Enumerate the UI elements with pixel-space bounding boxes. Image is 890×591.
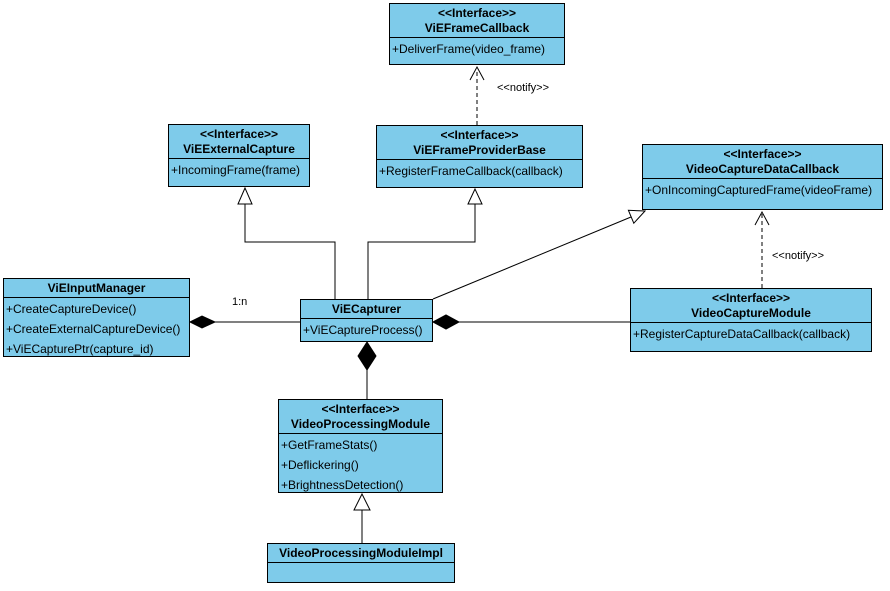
class-vieexternalcapture[interactable]: <<Interface>> ViEExternalCapture +Incomi… (168, 124, 310, 187)
class-title: <<Interface>> ViEFrameProviderBase (377, 126, 582, 160)
class-members: +GetFrameStats() +Deflickering() +Bright… (279, 434, 442, 495)
generalization-viecapturer-to-vieframeproviderbase (367, 187, 483, 299)
class-stereotype: <<Interface>> (199, 127, 279, 141)
notify-label-capture-data: <<notify>> (772, 250, 824, 262)
member: +CreateCaptureDevice() (6, 302, 137, 316)
notify-dependency-vieframeproviderbase-to-vieframecallback (469, 65, 485, 125)
class-stereotype: <<Interface>> (440, 128, 519, 142)
composition-viecapturer-videoprocessingmodule (357, 341, 377, 399)
class-title: ViECapturer (301, 300, 432, 319)
class-members: +ViECaptureProcess() (301, 319, 432, 341)
class-vieframeproviderbase[interactable]: <<Interface>> ViEFrameProviderBase +Regi… (376, 125, 583, 188)
class-videoprocessingmoduleimpl[interactable]: VideoProcessingModuleImpl (267, 543, 455, 583)
member: +RegisterFrameCallback(callback) (379, 164, 563, 178)
member: +CreateExternalCaptureDevice() (6, 322, 181, 336)
class-viecapturer[interactable]: ViECapturer +ViECaptureProcess() (300, 299, 433, 342)
class-name: ViEInputManager (47, 281, 146, 295)
generalization-viecapturer-to-vieexternalcapture (237, 186, 336, 299)
class-vieframecallback[interactable]: <<Interface>> ViEFrameCallback +DeliverF… (389, 3, 565, 65)
class-vieinputmanager[interactable]: ViEInputManager +CreateCaptureDevice() +… (3, 278, 190, 357)
class-title: <<Interface>> VideoProcessingModule (279, 400, 442, 434)
composition-viecapturer-videocapturemodule (431, 314, 630, 330)
class-title: <<Interface>> VideoCaptureDataCallback (643, 145, 882, 179)
class-members: +CreateCaptureDevice() +CreateExternalCa… (4, 298, 189, 359)
member: +Deflickering() (281, 458, 359, 472)
member: +RegisterCaptureDataCallback(callback) (633, 327, 851, 341)
class-stereotype: <<Interface>> (321, 402, 400, 416)
class-name: VideoProcessingModule (290, 417, 431, 431)
member: +ViECaptureProcess() (303, 323, 423, 337)
class-title: <<Interface>> VideoCaptureModule (631, 289, 871, 323)
class-videocapturedatacallback[interactable]: <<Interface>> VideoCaptureDataCallback +… (642, 144, 883, 210)
class-name: ViEFrameProviderBase (413, 143, 546, 157)
class-name: VideoCaptureDataCallback (685, 162, 840, 176)
generalization-viecapturer-to-videocapturedatacallback (432, 209, 647, 300)
class-title: VideoProcessingModuleImpl (268, 544, 454, 563)
class-members: +OnIncomingCapturedFrame(videoFrame) (643, 179, 882, 209)
member: +ViECapturePtr(capture_id) (6, 342, 154, 356)
class-name: ViECapturer (331, 302, 402, 316)
member: +OnIncomingCapturedFrame(videoFrame) (645, 183, 873, 197)
class-members (268, 563, 454, 582)
class-name: ViEExternalCapture (183, 142, 295, 156)
notify-dependency-videocapturemodule-to-videocapturedatacallback (754, 210, 770, 288)
composition-vieinputmanager-viecapturer (188, 315, 300, 329)
member: +DeliverFrame(video_frame) (392, 42, 546, 56)
class-stereotype: <<Interface>> (723, 147, 802, 161)
multiplicity-label: 1:n (232, 296, 248, 308)
notify-label-frame-callback: <<notify>> (497, 82, 549, 94)
member: +BrightnessDetection() (281, 478, 404, 492)
class-stereotype: <<Interface>> (437, 6, 517, 20)
class-members: +RegisterCaptureDataCallback(callback) (631, 323, 871, 351)
class-members: +RegisterFrameCallback(callback) (377, 160, 582, 187)
class-name: VideoProcessingModuleImpl (279, 546, 443, 560)
member: +GetFrameStats() (281, 438, 378, 452)
class-stereotype: <<Interface>> (711, 291, 791, 305)
class-members: +DeliverFrame(video_frame) (390, 38, 564, 64)
generalization-videoprocessingmoduleimpl-to-videoprocessingmodule (353, 492, 371, 543)
class-title: <<Interface>> ViEExternalCapture (169, 125, 309, 159)
member: +IncomingFrame(frame) (171, 163, 301, 177)
class-title: <<Interface>> ViEFrameCallback (390, 4, 564, 38)
class-videoprocessingmodule[interactable]: <<Interface>> VideoProcessingModule +Get… (278, 399, 443, 493)
class-name: ViEFrameCallback (424, 21, 530, 35)
class-videocapturemodule[interactable]: <<Interface>> VideoCaptureModule +Regist… (630, 288, 872, 352)
class-title: ViEInputManager (4, 279, 189, 298)
class-members: +IncomingFrame(frame) (169, 159, 309, 186)
class-name: VideoCaptureModule (691, 306, 811, 320)
